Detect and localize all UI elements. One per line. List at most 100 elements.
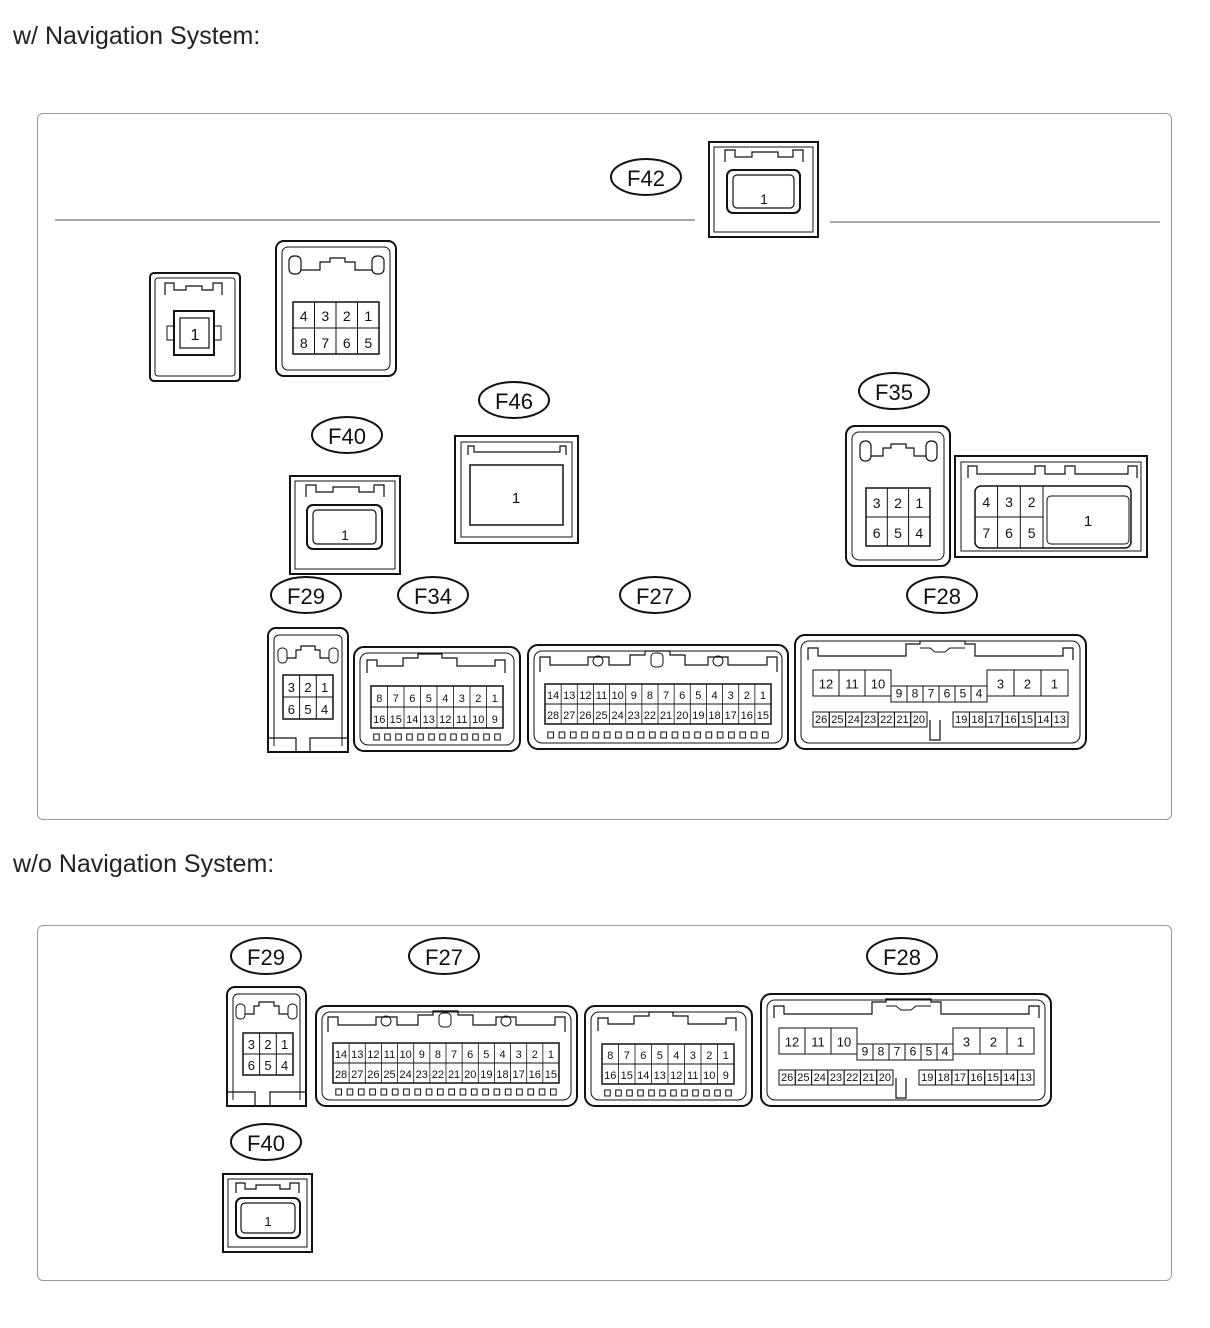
pin-number: 11: [845, 677, 859, 692]
label-f40-text: F40: [328, 424, 366, 449]
label-f46: F46: [478, 381, 550, 419]
pin-number: 26: [367, 1069, 379, 1081]
pin-number: 25: [831, 714, 843, 726]
pin-number: 23: [416, 1069, 428, 1081]
pin-number: 14: [637, 1070, 649, 1082]
pin-number: 16: [373, 714, 385, 726]
pin-number: 10: [703, 1070, 715, 1082]
pin-number: 1: [492, 693, 498, 705]
pin-number: 27: [563, 710, 575, 722]
label-f40-text: F40: [247, 1131, 285, 1156]
pin-1: 1: [760, 191, 768, 207]
label-f27-text: F27: [636, 584, 674, 609]
pin-number: 15: [621, 1070, 633, 1082]
label-f28-text: F28: [883, 945, 921, 970]
pin-number: 4: [673, 1050, 679, 1062]
pin-number: 21: [448, 1069, 460, 1081]
label-f29: F29: [230, 937, 302, 975]
pin-number: 8: [912, 687, 919, 701]
pin-number: 4: [942, 1045, 949, 1059]
pin-number: 9: [492, 714, 498, 726]
pin-number: 20: [676, 710, 688, 722]
pin-number: 4: [499, 1049, 505, 1061]
pin-number: 2: [304, 680, 311, 695]
pin-number: 19: [480, 1069, 492, 1081]
connector-f40: 1: [222, 1173, 313, 1253]
pin-number: 14: [335, 1049, 347, 1061]
label-f34: F34: [397, 576, 469, 614]
pin-number: 6: [640, 1050, 646, 1062]
label-f35: F35: [858, 372, 930, 410]
pin-number: 11: [687, 1070, 698, 1082]
pin-number: 10: [612, 690, 624, 702]
pin-number: 20: [464, 1069, 476, 1081]
pin-1: 1: [512, 490, 520, 507]
pin-number: 21: [896, 714, 908, 726]
pin-number: 8: [376, 693, 382, 705]
pin-number: 28: [335, 1069, 347, 1081]
pin-number: 1: [1051, 677, 1058, 692]
pin-number: 14: [1037, 714, 1049, 726]
pin-number: 16: [529, 1069, 541, 1081]
pin-number: 2: [990, 1035, 997, 1050]
pin-number: 8: [435, 1049, 441, 1061]
pin-number: 15: [757, 710, 769, 722]
pin-number: 2: [264, 1037, 271, 1052]
pin-number: 3: [248, 1037, 255, 1052]
pin-number: 9: [862, 1045, 869, 1059]
pin-number: 13: [351, 1049, 363, 1061]
label-f28: F28: [866, 937, 938, 975]
pin-number: 17: [954, 1072, 966, 1084]
pin-number: 2: [532, 1049, 538, 1061]
connector-single-left: 1: [149, 272, 241, 382]
pin-number: 3: [1005, 494, 1013, 510]
pin-number: 6: [248, 1058, 255, 1073]
pin-1: 1: [191, 327, 200, 344]
pin-number: 21: [660, 710, 672, 722]
pin-number: 15: [987, 1072, 999, 1084]
pin-number: 24: [814, 1072, 826, 1084]
pin-number: 1: [321, 680, 328, 695]
pin-number: 18: [972, 714, 984, 726]
pin-number: 2: [1024, 677, 1031, 692]
pin-number: 26: [579, 710, 591, 722]
pin-number: 28: [547, 710, 559, 722]
pin-number: 13: [654, 1070, 666, 1082]
label-f29-text: F29: [287, 584, 325, 609]
pin-number: 26: [815, 714, 827, 726]
pin-number: 5: [483, 1049, 489, 1061]
pin-number: 11: [811, 1035, 825, 1050]
pin-number: 7: [451, 1049, 457, 1061]
pin-number: 5: [304, 702, 311, 717]
pin-number: 2: [894, 495, 902, 511]
pin-number: 2: [1028, 494, 1036, 510]
pin-number: 6: [1005, 525, 1013, 541]
pin-number: 3: [728, 690, 734, 702]
label-f40: F40: [230, 1123, 302, 1161]
pin-number: 5: [426, 693, 432, 705]
pin-number: 1: [548, 1049, 554, 1061]
pin-number: 1: [915, 495, 923, 511]
pin-number: 23: [628, 710, 640, 722]
label-f42: F42: [610, 158, 682, 196]
pin-number: 5: [1028, 525, 1036, 541]
pin-number: 3: [963, 1035, 970, 1050]
pin-number: 26: [781, 1072, 793, 1084]
